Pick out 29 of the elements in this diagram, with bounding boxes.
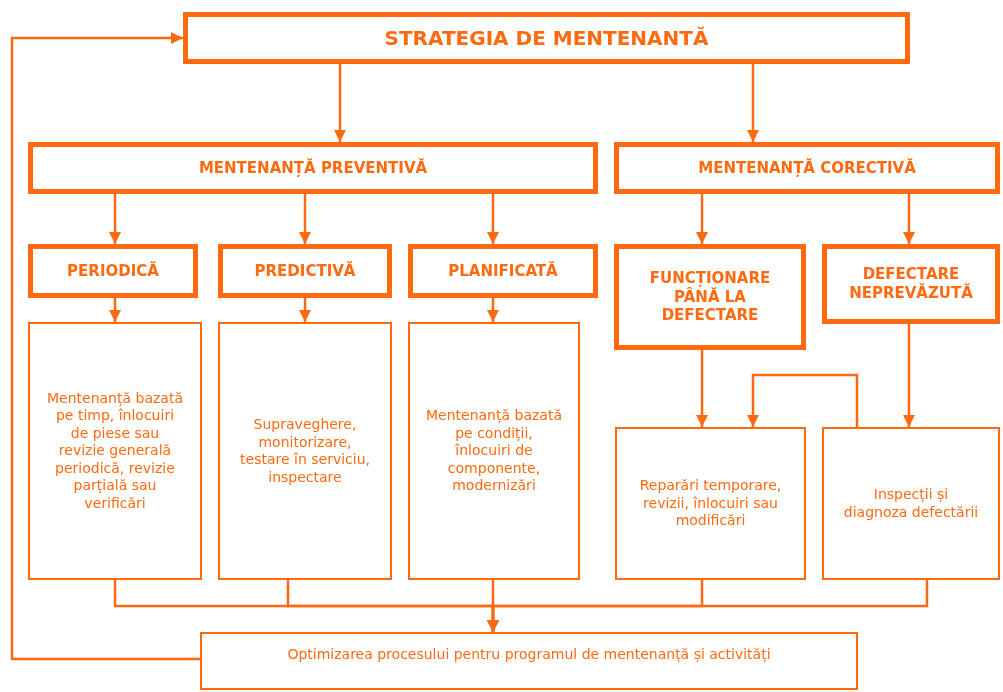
description-box: Mentenanță bazată pe condiții, înlocuiri de componente, modernizări — [408, 322, 580, 580]
description-box: Inspecții și diagnoza defectării — [822, 427, 1000, 580]
arrow — [902, 194, 916, 244]
arrow — [298, 298, 312, 322]
category-box: FUNCȚIONARE PÂNĂ LA DEFECTARE — [614, 244, 806, 350]
arrow — [298, 194, 312, 244]
category-box: PREDICTIVĂ — [218, 244, 392, 298]
arrow — [108, 298, 122, 322]
description-box: Mentenanță bazată pe timp, înlocuiri de piese sau revizie generală periodică, revizie parțială sau verificări — [28, 322, 202, 580]
arrow — [695, 194, 709, 244]
category-box: MENTENANȚĂ PREVENTIVĂ — [28, 142, 598, 194]
category-box: MENTENANȚĂ CORECTIVĂ — [614, 142, 1000, 194]
arrow — [902, 324, 916, 427]
arrow — [695, 350, 709, 427]
title-box: STRATEGIA DE MENTENANTĂ — [183, 12, 910, 64]
description-box: Supraveghere, monitorizare, testare în serviciu, inspectare — [218, 322, 392, 580]
category-box: PLANIFICATĂ — [408, 244, 598, 298]
arrow — [108, 194, 122, 244]
arrow — [486, 298, 500, 322]
arrow — [486, 194, 500, 244]
arrow — [746, 373, 859, 427]
arrow — [333, 64, 347, 142]
category-box: DEFECTARE NEPREVĂZUTĂ — [822, 244, 1000, 324]
description-box: Reparări temporare, revizii, înlocuiri sau modificări — [615, 427, 806, 580]
arrow — [10, 31, 200, 661]
category-box: PERIODICĂ — [28, 244, 198, 298]
arrow — [486, 580, 929, 632]
result-box: Optimizarea procesului pentru programul de mentenanță și activități — [200, 632, 858, 690]
arrow — [746, 64, 760, 142]
